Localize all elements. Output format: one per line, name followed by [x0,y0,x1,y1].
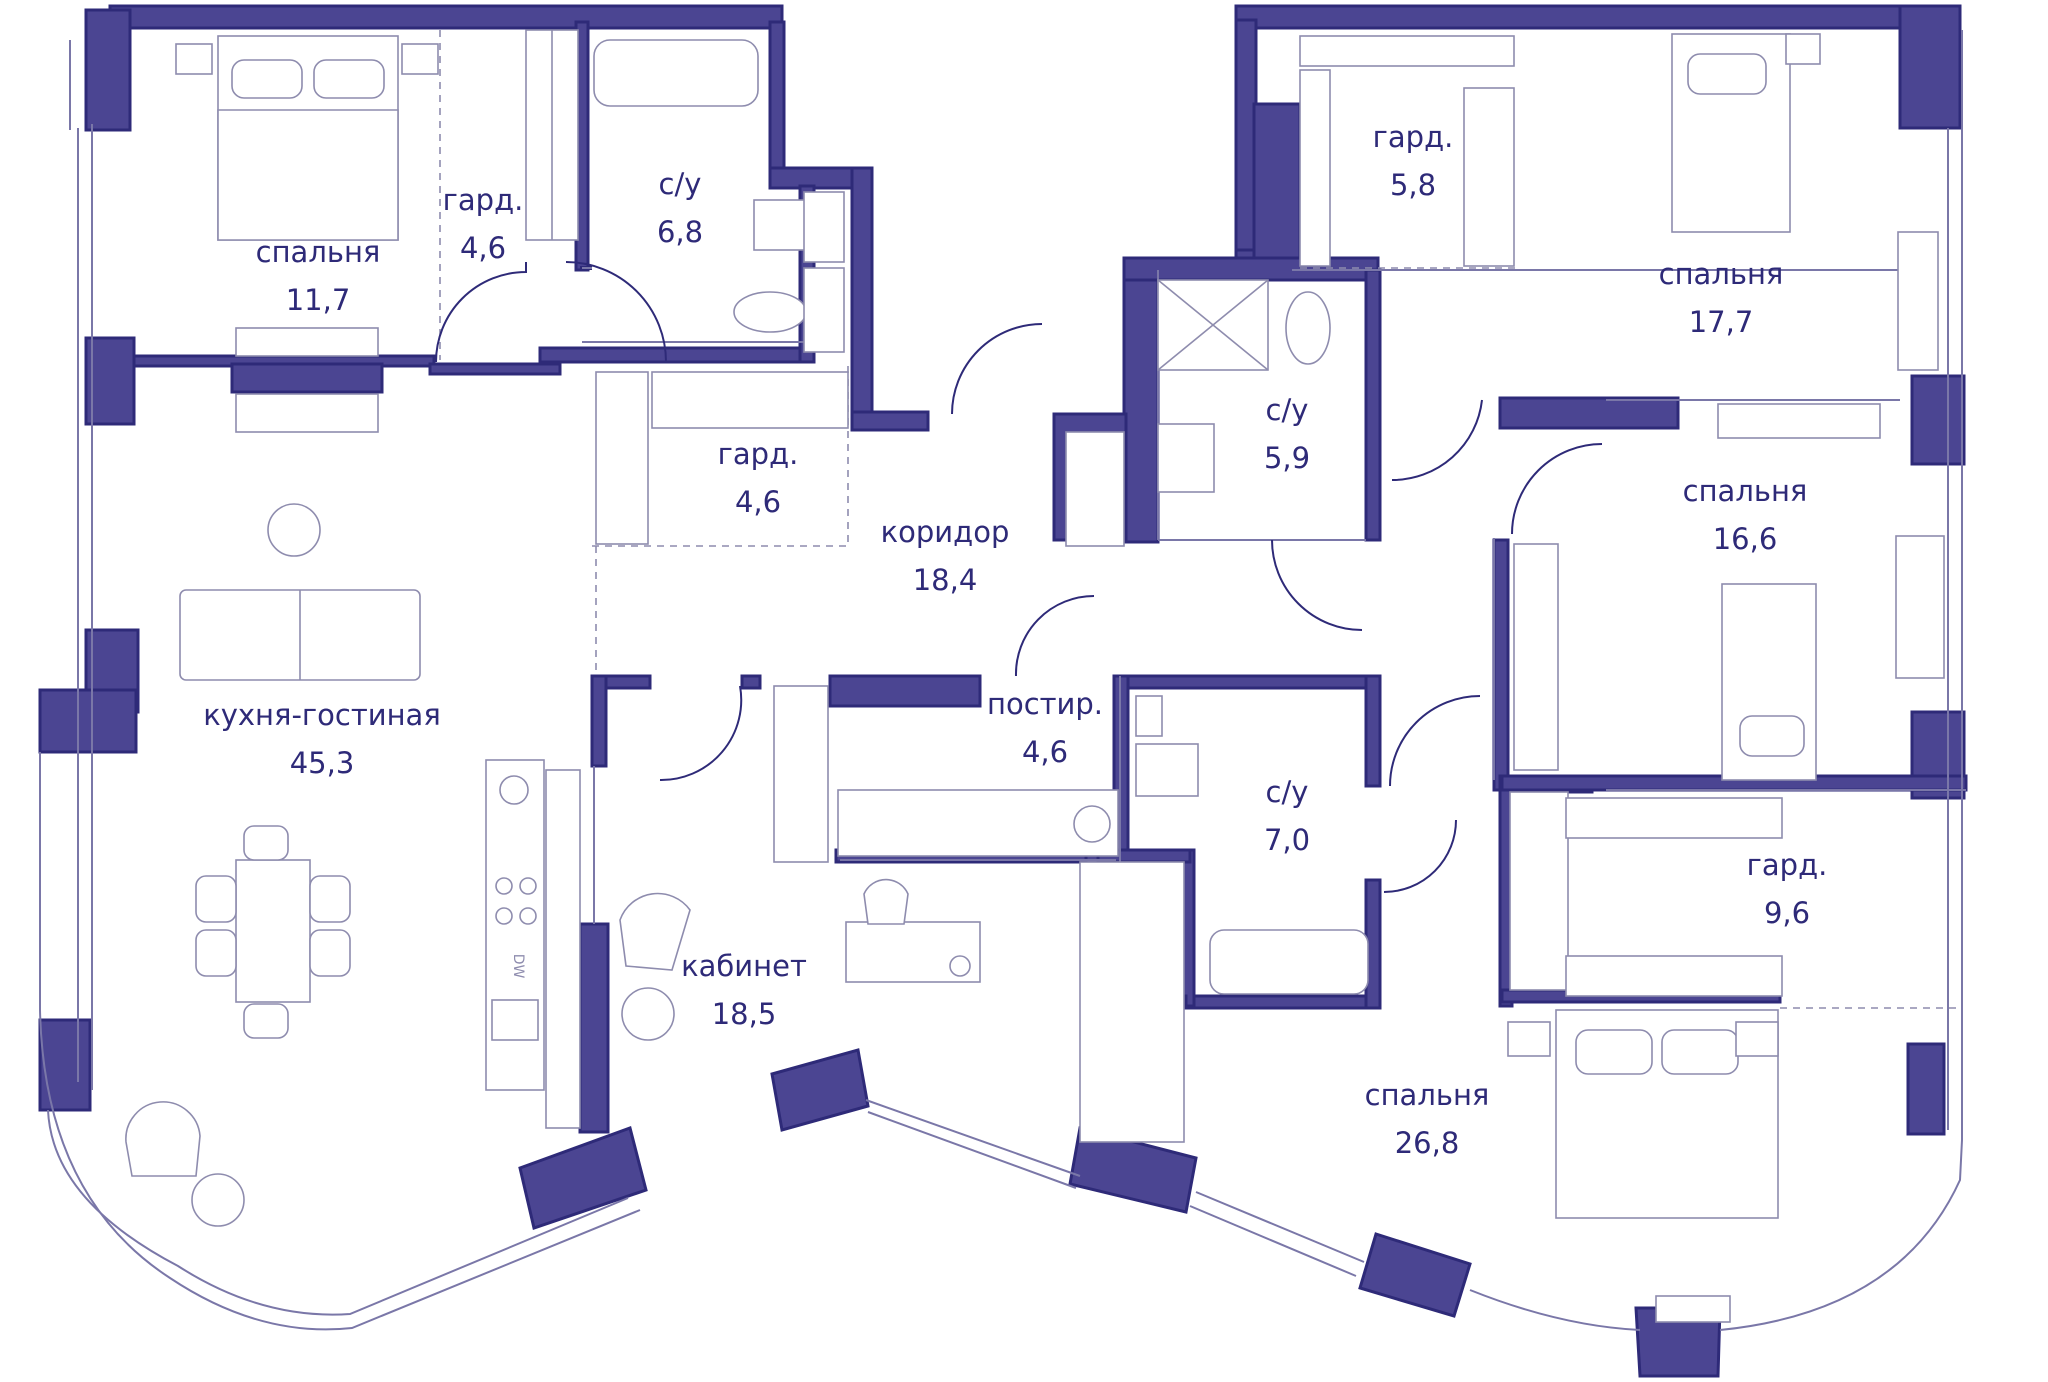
room-area: 18,4 [913,563,978,597]
room-area: 4,6 [735,485,781,519]
room-label-wardrobe-3: гард. 5,8 [1373,120,1454,202]
room-area: 7,0 [1264,823,1310,857]
room-name: гард. [1373,120,1454,154]
facade-glazing [39,30,1963,1331]
room-label-bathroom-3: с/у 7,0 [1264,775,1310,857]
room-area: 26,8 [1395,1126,1460,1160]
room-labels: спальня 11,7 гард. 4,6 с/у 6,8 гард. 4,6 коридор… [203,120,1827,1160]
room-label-bedroom-4: спальня 26,8 [1365,1078,1490,1160]
room-name: коридор [881,515,1010,549]
furniture: DW [125,29,1945,1323]
room-name: спальня [1365,1078,1490,1112]
dishwasher-label: DW [510,954,526,979]
room-area: 6,8 [657,215,703,249]
room-area: 18,5 [712,997,777,1031]
room-name: гард. [1747,848,1828,882]
room-label-laundry: постир. 4,6 [987,687,1103,769]
room-label-bedroom-1: спальня 11,7 [256,235,381,317]
room-label-kitchen-living: кухня-гостиная 45,3 [203,698,441,780]
room-label-corridor: коридор 18,4 [881,515,1010,597]
room-area: 9,6 [1764,896,1810,930]
room-name: с/у [1266,393,1309,427]
room-name: спальня [1683,474,1808,508]
room-label-bathroom-2: с/у 5,9 [1264,393,1310,475]
room-name: спальня [256,235,381,269]
room-name: с/у [659,167,702,201]
room-label-study: кабинет 18,5 [681,949,807,1031]
room-area: 4,6 [1022,735,1068,769]
room-name: постир. [987,687,1103,721]
room-label-bedroom-3: спальня 16,6 [1683,474,1808,556]
room-area: 5,8 [1390,168,1436,202]
room-label-wardrobe-1: гард. 4,6 [443,183,524,265]
room-name: гард. [443,183,524,217]
room-name: кухня-гостиная [203,698,441,732]
room-area: 5,9 [1264,441,1310,475]
room-name: с/у [1266,775,1309,809]
room-name: кабинет [681,949,807,983]
room-label-wardrobe-2: гард. 4,6 [718,437,799,519]
room-name: спальня [1659,257,1784,291]
room-area: 4,6 [460,231,506,265]
room-label-bathroom-1: с/у 6,8 [657,167,703,249]
room-area: 45,3 [290,746,355,780]
room-label-wardrobe-4: гард. 9,6 [1747,848,1828,930]
room-area: 17,7 [1689,305,1754,339]
room-area: 16,6 [1713,522,1778,556]
room-label-bedroom-2: спальня 17,7 [1659,257,1784,339]
doors [435,261,1603,893]
room-area: 11,7 [286,283,351,317]
room-name: гард. [718,437,799,471]
